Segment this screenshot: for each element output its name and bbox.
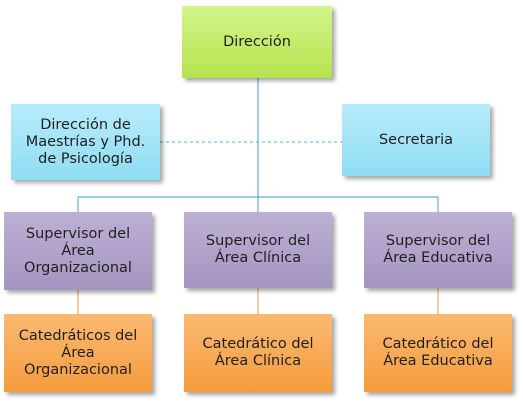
node-supervisor-organizacional: Supervisor del Área Organizacional	[4, 212, 152, 290]
node-supervisor-clinica: Supervisor del Área Clínica	[184, 212, 332, 288]
node-direccion-label: Dirección	[223, 33, 291, 50]
node-direccion-maestrias-text: Dirección de Maestrías y Phd. de Psicolo…	[25, 116, 146, 167]
node-supervisor-educativa: Supervisor del Área Educativa	[364, 212, 512, 288]
node-secretaria: Secretaria	[342, 104, 490, 176]
node-direccion: Dirección	[182, 6, 332, 78]
node-catedratico-clinica: Catedrático del Área Clínica	[184, 314, 332, 392]
node-direccion-maestrias: Dirección de Maestrías y Phd. de Psicolo…	[11, 104, 160, 180]
node-secretaria-label: Secretaria	[378, 131, 454, 148]
node-catedratico-educativa: Catedrático del Área Educativa	[364, 314, 512, 392]
node-catedraticos-organizacional: Catedráticos del Área Organizacional	[4, 314, 152, 392]
